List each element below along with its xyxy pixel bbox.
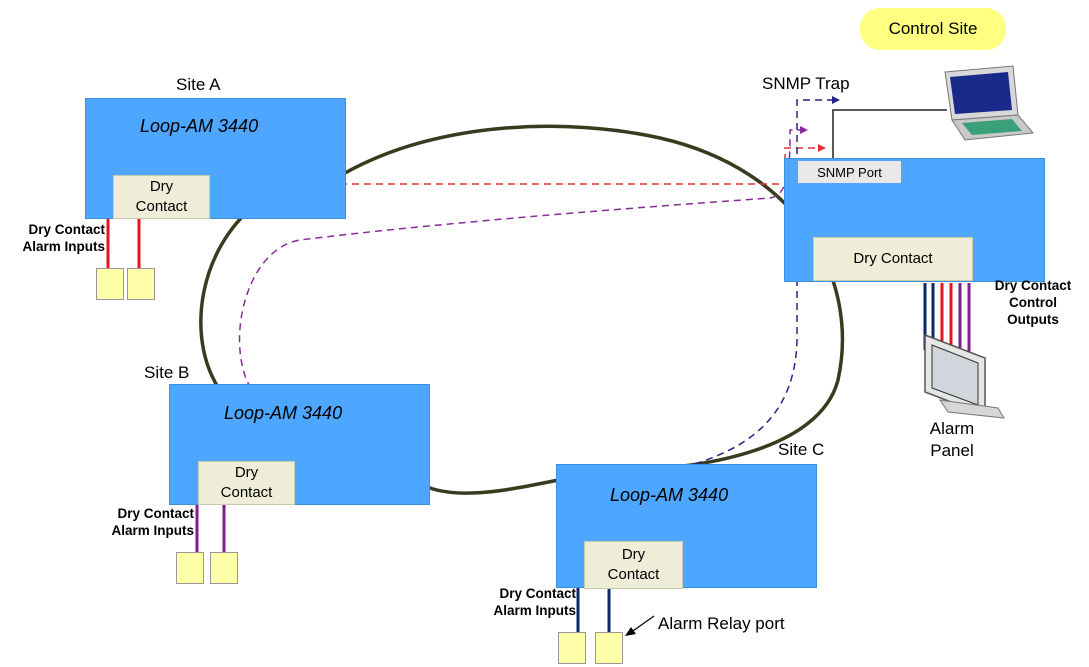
site-a-inputs-label: Dry Contact Alarm Inputs: [22, 222, 105, 254]
site-a-alarm-input-2[interactable]: [127, 268, 155, 300]
site-b-inputs-label: Dry Contact Alarm Inputs: [111, 506, 194, 538]
site-c-device[interactable]: Loop-AM 3440 Dry Contact: [556, 464, 817, 589]
control-device[interactable]: SNMP Port Dry Contact: [784, 158, 1045, 282]
laptop-icon: [944, 65, 1034, 141]
control-site-label: Control Site: [888, 19, 978, 38]
purple-arrowhead: [800, 126, 808, 134]
site-c-device-title: Loop-AM 3440: [610, 485, 729, 505]
site-b-dry-contact-label: Dry Contact: [220, 464, 273, 501]
alarm-relay-port-label: Alarm Relay port: [658, 614, 785, 633]
site-a-device-title: Loop-AM 3440: [140, 116, 259, 136]
dashed-blue-path: [647, 99, 832, 476]
site-c-name: Site C: [778, 440, 825, 459]
control-outputs-label: Dry Contact Control Outputs: [994, 278, 1072, 327]
site-a-name: Site A: [176, 75, 221, 94]
site-c-dry-contact-label: Dry Contact: [607, 546, 660, 583]
control-site-badge: Control Site: [860, 8, 1006, 50]
site-c-dry-contact[interactable]: Dry Contact: [584, 541, 683, 589]
control-dry-contact[interactable]: Dry Contact: [813, 237, 973, 281]
snmp-trap-label: SNMP Trap: [762, 74, 850, 93]
site-a-device[interactable]: Loop-AM 3440 Dry Contact: [85, 98, 346, 219]
site-a-alarm-input-1[interactable]: [96, 268, 124, 300]
site-a-dry-contact-label: Dry Contact: [135, 178, 188, 215]
blue-arrowhead: [832, 96, 840, 104]
control-dry-contact-label: Dry Contact: [853, 250, 933, 267]
relay-arrow: [629, 615, 655, 634]
site-b-alarm-input-1[interactable]: [176, 552, 204, 584]
alarm-panel-label: Alarm Panel: [929, 419, 975, 460]
site-c-alarm-input-1[interactable]: [558, 632, 586, 664]
site-b-name: Site B: [144, 363, 190, 382]
snmp-port[interactable]: SNMP Port: [798, 161, 901, 183]
site-c-inputs-label: Dry Contact Alarm Inputs: [493, 586, 576, 618]
dashed-purple-path: [238, 129, 800, 399]
snmp-port-label: SNMP Port: [817, 164, 882, 180]
site-b-dry-contact[interactable]: Dry Contact: [198, 461, 295, 505]
site-a-dry-contact[interactable]: Dry Contact: [113, 175, 210, 219]
site-b-alarm-input-2[interactable]: [210, 552, 238, 584]
alarm-panel-icon: [924, 333, 1005, 419]
laptop-link: [832, 109, 947, 160]
red-arrowhead: [818, 144, 826, 152]
site-b-device-title: Loop-AM 3440: [224, 403, 343, 423]
site-c-alarm-input-2[interactable]: [595, 632, 623, 664]
site-b-device[interactable]: Loop-AM 3440 Dry Contact: [169, 384, 430, 505]
